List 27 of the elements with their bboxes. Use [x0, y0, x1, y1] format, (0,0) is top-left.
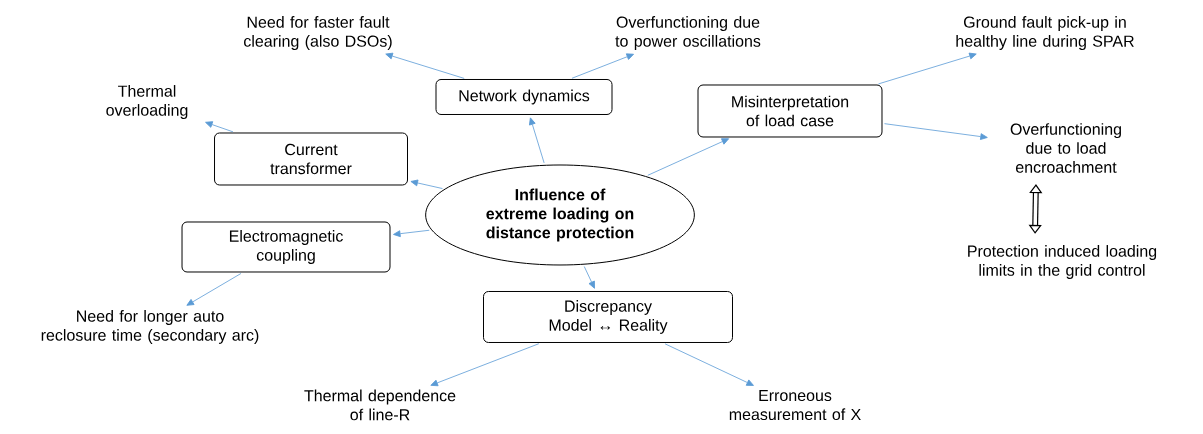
arrow: [410, 179, 443, 189]
note-text: Overfunctioning due to load encroachment: [1010, 123, 1121, 173]
arrow: [385, 52, 465, 79]
arrow: [529, 117, 545, 164]
note-text: Overfunctioning due to power oscillations: [615, 16, 761, 50]
arrow: [664, 343, 754, 386]
arrow: [205, 121, 234, 133]
note-text: Erroneous measurement of X: [729, 389, 861, 421]
note-text: Ground fault pick-up in healthy line during SPAR: [956, 16, 1134, 50]
note-text: Protection induced loading limits in the grid control: [968, 245, 1157, 279]
arrow: [186, 273, 242, 306]
note-text: Need for longer auto reclosure time (secondary arc): [41, 310, 259, 344]
arrow: [647, 138, 730, 176]
note-text: Thermal overloading: [106, 85, 188, 119]
note-text: Need for faster fault clearing (also DSOs): [244, 16, 392, 50]
topic-box: Current transformer: [214, 132, 408, 186]
arrow: [878, 52, 977, 85]
arrow: [884, 123, 988, 140]
arrow: [430, 343, 540, 387]
topic-box: Misinterpretation of load case: [697, 84, 883, 138]
note-text: Thermal dependence of line-R: [304, 389, 456, 421]
topic-box: Electromagnetic coupling: [181, 221, 391, 273]
arrow: [583, 266, 595, 289]
arrow: [571, 53, 634, 79]
topic-box: Discrepancy Model ↔ Reality: [483, 291, 733, 343]
topic-box: Network dynamics: [435, 79, 613, 115]
arrow: [393, 229, 430, 238]
